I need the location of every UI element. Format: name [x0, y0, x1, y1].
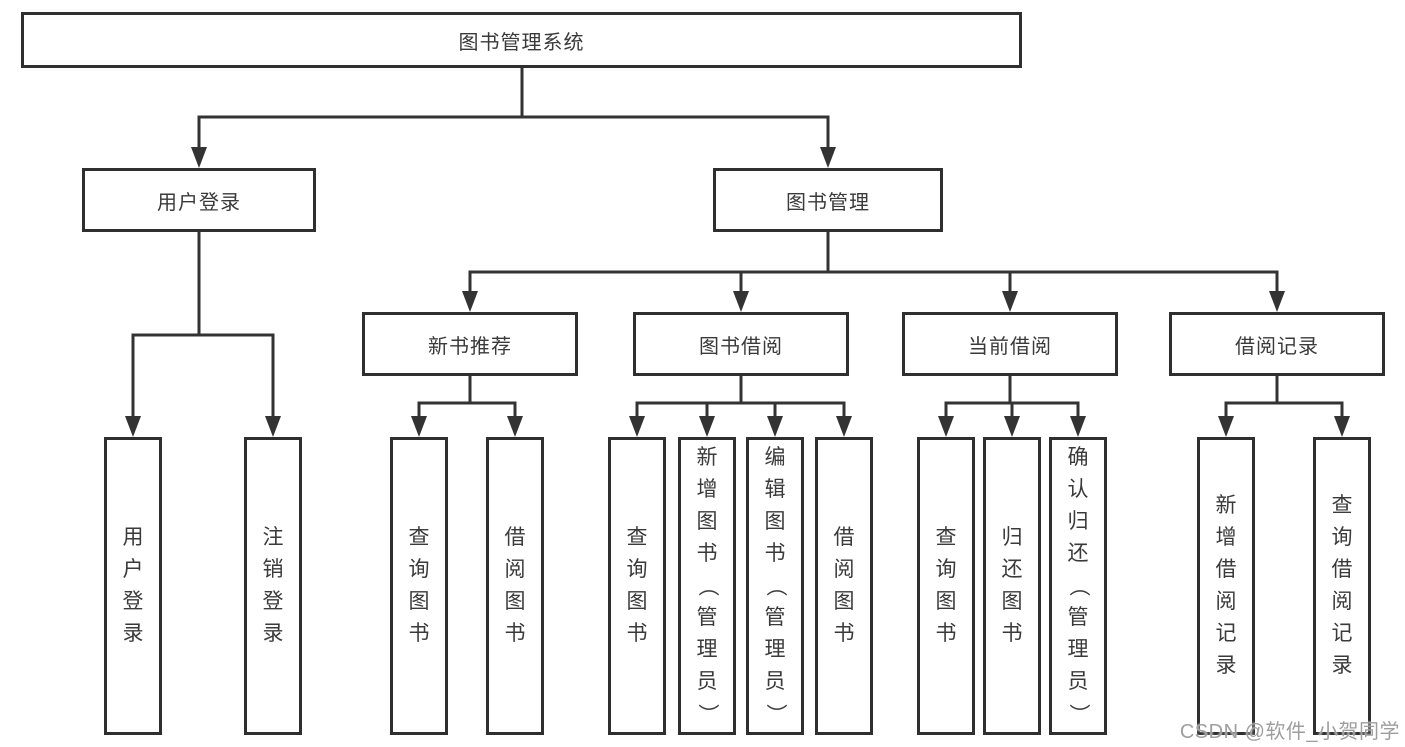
leaf-edit-books-admin: 编辑图书（管理员） — [746, 437, 804, 735]
leaf-borrow-books: 借阅图书 — [486, 437, 544, 735]
node-current-borrowing: 当前借阅 — [902, 312, 1118, 376]
watermark: CSDN @软件_小贺同学 — [1179, 721, 1400, 743]
leaf-borrow-books-2: 借阅图书 — [815, 437, 873, 735]
leaf-query-books-3: 查询图书 — [917, 437, 975, 735]
node-book-borrowing: 图书借阅 — [633, 312, 849, 376]
node-book-management: 图书管理 — [713, 168, 943, 232]
leaf-return-books: 归还图书 — [983, 437, 1041, 735]
node-user-login: 用户登录 — [82, 168, 316, 232]
leaf-query-books-2: 查询图书 — [608, 437, 666, 735]
leaf-query-books: 查询图书 — [390, 437, 448, 735]
leaf-add-borrow-record: 新增借阅记录 — [1197, 437, 1255, 735]
node-new-book-recommendation: 新书推荐 — [362, 312, 578, 376]
node-library-management-system: 图书管理系统 — [21, 12, 1022, 68]
leaf-logout: 注销登录 — [244, 437, 302, 735]
node-borrowing-records: 借阅记录 — [1169, 312, 1385, 376]
leaf-confirm-return-admin: 确认归还（管理员） — [1049, 437, 1107, 735]
leaf-user-login: 用户登录 — [104, 437, 162, 735]
leaf-add-books-admin: 新增图书（管理员） — [678, 437, 736, 735]
leaf-query-borrow-record: 查询借阅记录 — [1313, 437, 1371, 735]
